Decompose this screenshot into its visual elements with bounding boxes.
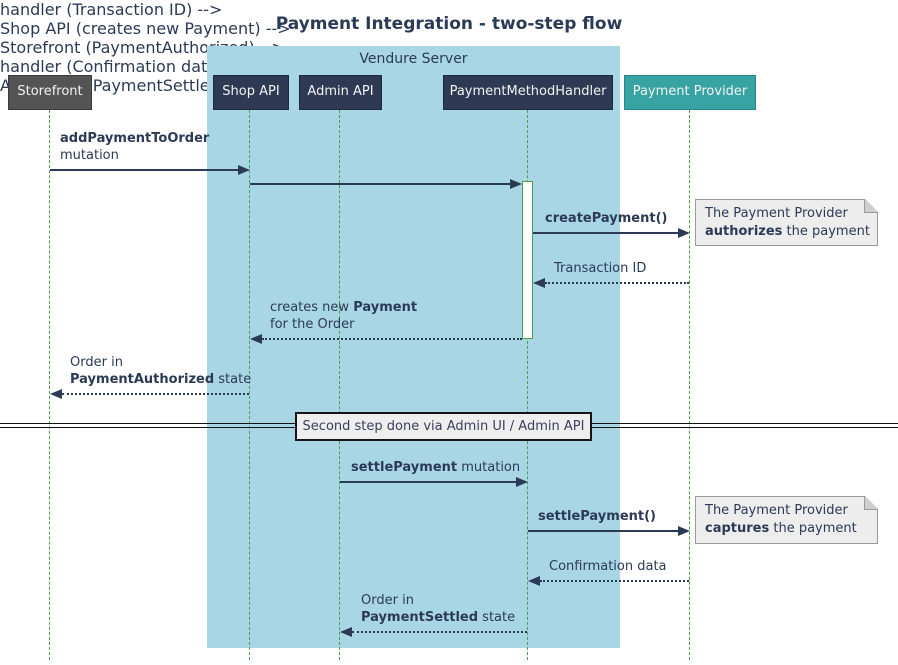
lifeline-storefront [49, 110, 50, 660]
arrow-head [516, 477, 528, 487]
message-label: creates new Payment for the Order [270, 300, 418, 332]
arrow-head [250, 334, 262, 344]
lifeline-admin-api [339, 110, 340, 660]
participant-payment-method-handler: PaymentMethodHandler [443, 75, 613, 110]
arrow-head [678, 526, 690, 536]
arrow-line [540, 580, 689, 582]
note-captures: The Payment Provider captures the paymen… [695, 496, 878, 544]
lifeline-payment-provider [689, 110, 690, 660]
arrow-head [678, 228, 690, 238]
message-label: addPaymentToOrder mutation [60, 131, 210, 163]
arrow-line [250, 183, 510, 185]
arrow-head [528, 576, 540, 586]
lifeline-shop-api [249, 110, 250, 660]
arrow-line [50, 169, 238, 171]
arrow-head [238, 165, 250, 175]
arrow-line [545, 282, 689, 284]
arrow-line [62, 393, 249, 395]
message-label: Order in PaymentAuthorized state [70, 355, 252, 387]
message-label: settlePayment() [538, 509, 656, 524]
vendure-server-container [207, 46, 620, 648]
arrow-head [533, 278, 545, 288]
message-label: Order in PaymentSettled state [361, 593, 516, 625]
lifeline-payment-method-handler [527, 110, 528, 660]
arrow-line [340, 481, 516, 483]
arrow-head [340, 627, 352, 637]
message-label: Transaction ID [554, 261, 647, 276]
arrow-line [352, 631, 527, 633]
arrow-line [528, 530, 678, 532]
message-label: createPayment() [545, 211, 668, 226]
diagram-title: Payment Integration - two-step flow [275, 14, 623, 34]
vendure-server-label: Vendure Server [359, 51, 468, 67]
divider-label: Second step done via Admin UI / Admin AP… [295, 412, 592, 441]
arrow-head [50, 389, 62, 399]
arrow-line [262, 338, 522, 340]
participant-shop-api: Shop API [213, 75, 289, 110]
message-label: Confirmation data [549, 559, 667, 574]
arrow-head [510, 179, 522, 189]
note-authorizes: The Payment Provider authorizes the paym… [695, 199, 878, 246]
participant-payment-provider: Payment Provider [624, 75, 756, 110]
message-label: settlePayment mutation [351, 460, 521, 475]
arrow-line [533, 232, 678, 234]
participant-admin-api: Admin API [299, 75, 382, 110]
activation-bar-payment-method-handler [522, 181, 533, 339]
participant-storefront: Storefront [8, 75, 92, 110]
